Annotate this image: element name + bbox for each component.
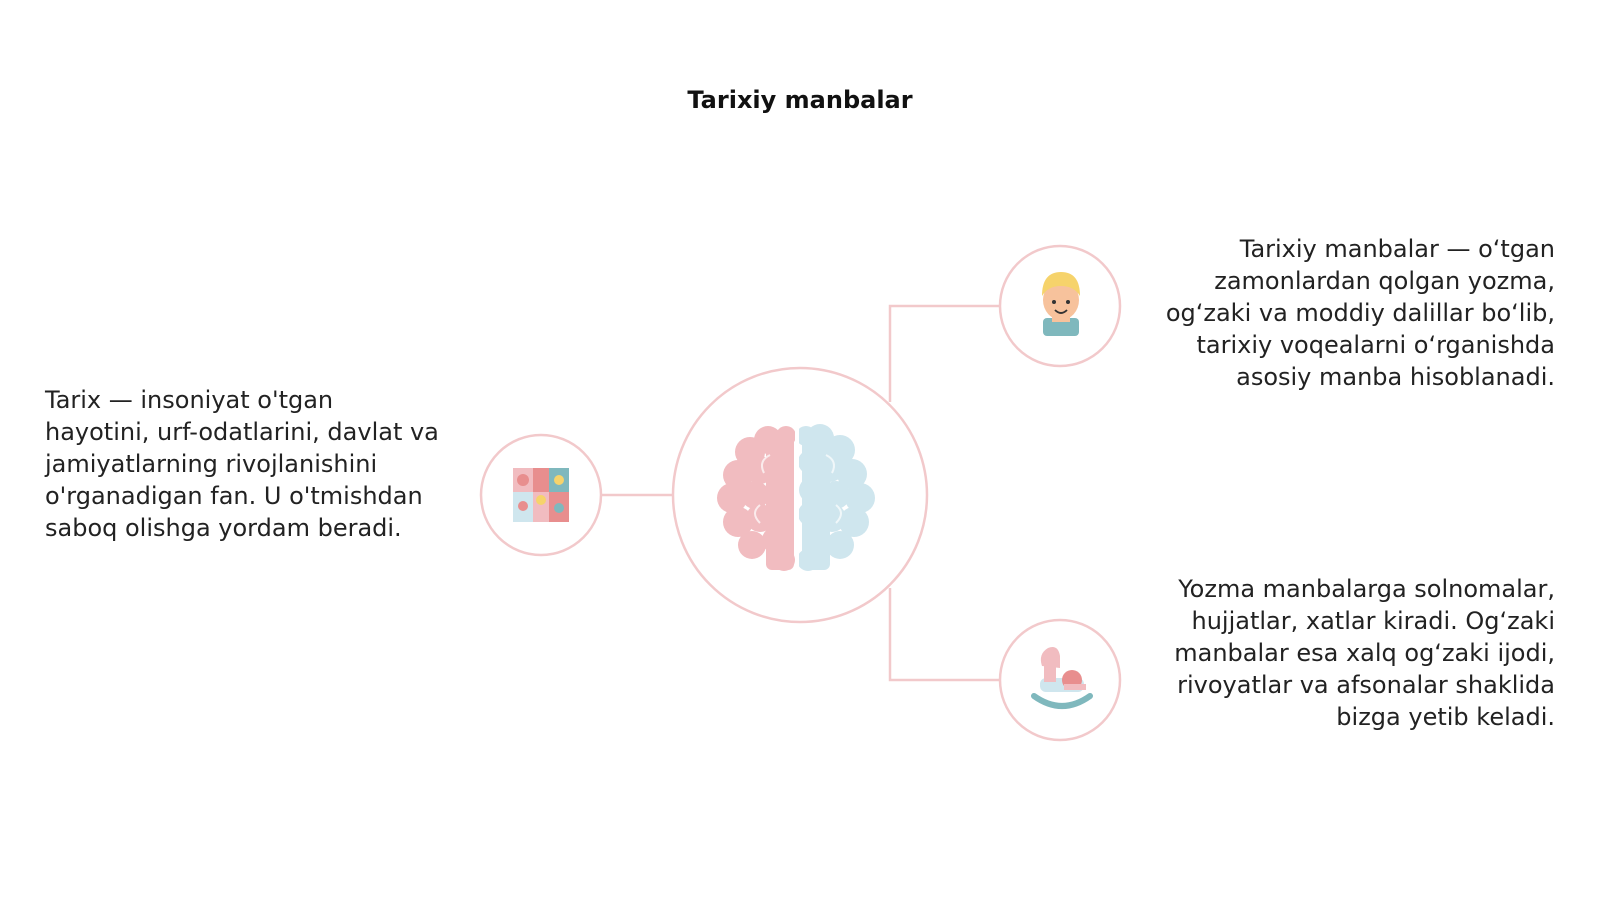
brain-icon [717, 420, 875, 575]
left-description: Tarix — insoniyat o'tgan hayotini, urf-o… [45, 386, 439, 542]
connector-right-bottom [888, 588, 1000, 682]
page-title: Tarixiy manbalar [687, 86, 913, 114]
right-bottom-description: Yozma manbalarga solnomalar, hujjatlar, … [1174, 575, 1555, 731]
child-face-icon [1042, 272, 1080, 336]
connector-right-top [888, 304, 1000, 402]
puzzle-icon [513, 468, 569, 522]
right-top-description: Tarixiy manbalar — o‘tgan zamonlardan qo… [1165, 235, 1555, 391]
connectors [600, 304, 1000, 682]
rocking-horse-icon [1031, 647, 1093, 709]
